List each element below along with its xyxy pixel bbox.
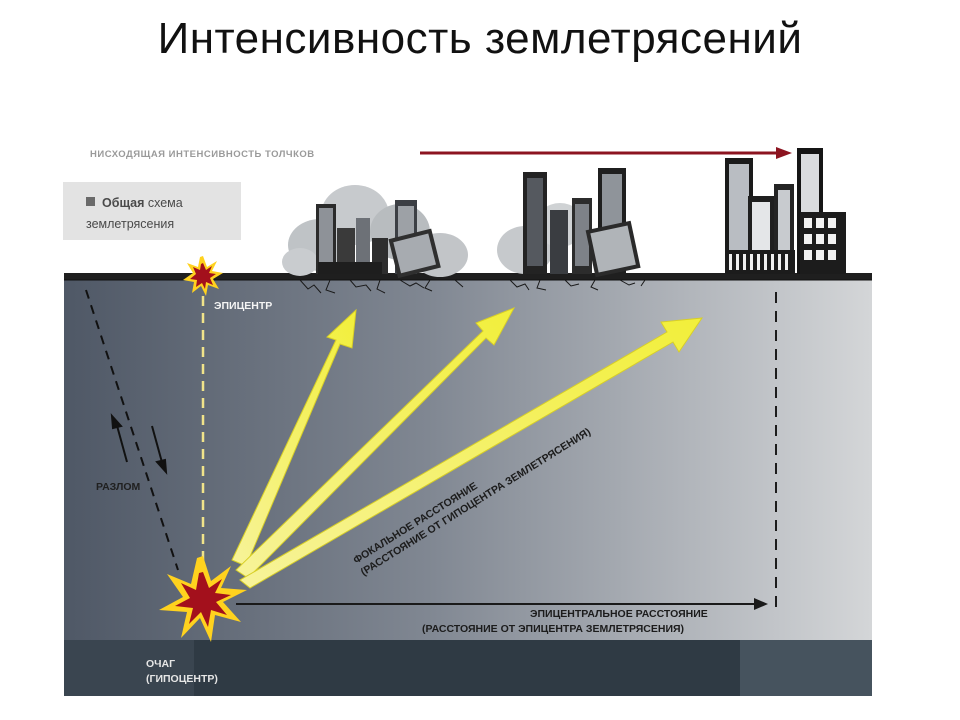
svg-text:Общая схема: Общая схема (102, 196, 183, 210)
city-intact (725, 148, 846, 274)
legend-line2: землетрясения (86, 217, 174, 231)
city-heavy-damage (282, 185, 468, 279)
epicenter-label: ЭПИЦЕНТР (214, 300, 272, 312)
seismic-rays (231, 307, 704, 589)
top-arrow-label: НИСХОДЯЩАЯ ИНТЕНСИВНОСТЬ ТОЛЧКОВ (90, 149, 315, 160)
fault-arrows (110, 413, 168, 475)
epicentral-distance-line1: ЭПИЦЕНТРАЛЬНОЕ РАССТОЯНИЕ (530, 608, 708, 620)
fault-label: РАЗЛОМ (96, 481, 141, 493)
epicenter-star-icon (183, 256, 223, 296)
ray-2 (235, 307, 516, 579)
legend-rest: схема (144, 196, 182, 210)
ray-1 (231, 308, 357, 567)
ray-3 (239, 317, 704, 589)
hypocenter-line1: ОЧАГ (146, 658, 175, 670)
ground-surface (64, 273, 872, 280)
slide-title: Интенсивность землетрясений (157, 14, 803, 63)
epicentral-distance-line2: (РАССТОЯНИЕ ОТ ЭПИЦЕНТРА ЗЕМЛЕТРЯСЕНИЯ) (422, 623, 684, 635)
hypocenter-star-icon (159, 556, 247, 642)
surface-cracks (299, 279, 646, 294)
city-moderate-damage (497, 168, 641, 278)
hypocenter-line2: (ГИПОЦЕНТР) (146, 673, 218, 685)
epicentral-arrow-head (754, 598, 768, 610)
legend-square-icon (86, 197, 95, 206)
ground-bottom-band (64, 640, 872, 696)
legend-bold: Общая (102, 196, 144, 210)
intensity-arrow-head (776, 147, 792, 159)
legend-box: Общая схема землетрясения (63, 182, 241, 240)
fault-lines (85, 289, 179, 571)
